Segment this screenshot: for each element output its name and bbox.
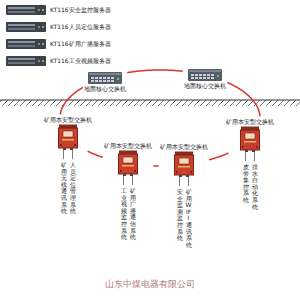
server-rack: KT116矿用广播服务器: [6, 39, 111, 49]
ring-link: [88, 151, 103, 157]
mine-switch-box-icon: [118, 150, 138, 176]
node-label: KT116安全监控服务器: [50, 6, 111, 13]
node-label: 矿用本安型交换机: [226, 118, 274, 125]
node-label: KT116矿用广播服务器: [50, 40, 111, 47]
core-switch-icon: [188, 69, 222, 81]
system-label: 矿用无线通讯系统: [61, 162, 67, 215]
server-rack-icon: [6, 5, 46, 15]
ring-link: [227, 82, 260, 116]
mine-switch-box-icon: [58, 124, 78, 150]
mine-switch-box: 矿用本安型交换机: [44, 116, 92, 150]
system-label: 矿用广播通信系统: [130, 188, 136, 241]
ring-link: [209, 153, 228, 160]
system-label: 皮带集控系统: [243, 164, 249, 204]
leader-line: [245, 152, 246, 161]
mine-switch-box-icon: [174, 151, 194, 177]
leader-lines: [64, 150, 255, 186]
node-label: 矿用本安型交换机: [104, 142, 152, 149]
server-rack: KT116人员定位服务器: [6, 22, 111, 32]
ring-link: [60, 87, 83, 114]
node-label: 地面核心交换机: [184, 82, 226, 89]
server-rack: KT116安全监控服务器: [6, 5, 111, 15]
watermark: 山东中煤电器有限公司: [105, 278, 195, 291]
leader-line: [188, 177, 189, 186]
mine-switch-box: 矿用本安型交换机: [160, 143, 208, 177]
server-rack: KT116工业视频服务器: [6, 56, 111, 66]
node-label: KT116人员定位服务器: [50, 23, 111, 30]
core-switch: 地面核心交换机: [84, 72, 126, 92]
system-label: 安全监测监控系统: [177, 189, 183, 242]
system-label: 矿用WIFI通讯系统: [186, 189, 192, 248]
leader-line: [72, 150, 73, 159]
server-rack-icon: [6, 39, 46, 49]
leader-line: [132, 176, 133, 185]
system-label: 工业视频监控系统: [121, 188, 127, 241]
mine-switch-box: 矿用本安型交换机: [226, 118, 274, 152]
core-switch: 地面核心交换机: [184, 69, 226, 89]
mine-switch-box: 矿用本安型交换机: [104, 142, 152, 176]
ground-line: [0, 99, 300, 100]
leader-line: [63, 150, 64, 159]
core-switch-icon: [88, 72, 122, 84]
ring-link: [127, 70, 183, 73]
ring-link: [153, 165, 158, 167]
mine-switch-box-icon: [240, 126, 260, 152]
leader-line: [123, 176, 124, 185]
node-label: 矿用本安型交换机: [44, 116, 92, 123]
leader-line: [179, 177, 180, 186]
system-label: 人员定位管理系统: [70, 162, 76, 215]
node-label: KT116工业视频服务器: [50, 57, 111, 64]
node-label: 矿用本安型交换机: [160, 143, 208, 150]
server-rack-icon: [6, 22, 46, 32]
node-label: 地面核心交换机: [84, 85, 126, 92]
system-label: 排水自动化系统: [252, 164, 258, 210]
server-rack-icon: [6, 56, 46, 66]
leader-line: [254, 152, 255, 161]
